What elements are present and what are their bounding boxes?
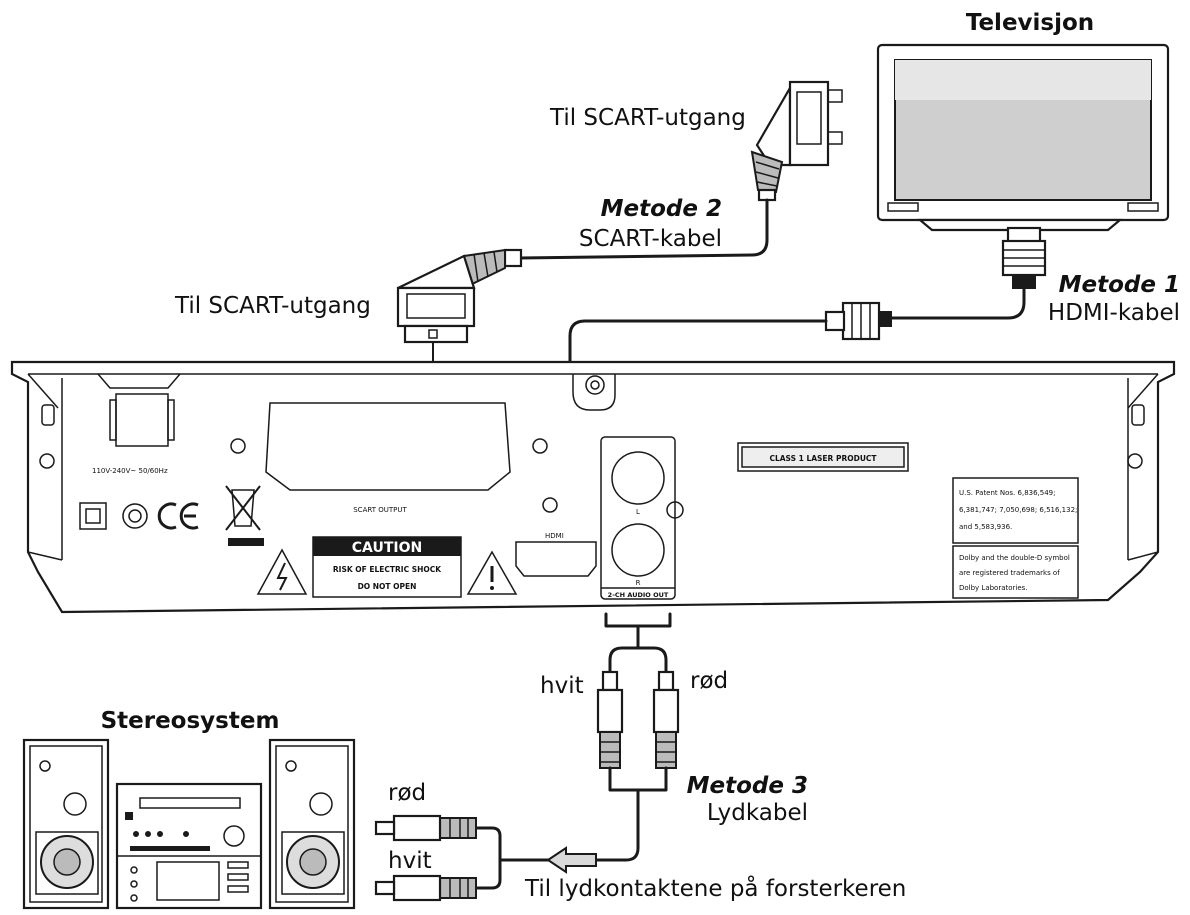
dolby-line-1: Dolby and the double-D symbol: [959, 554, 1070, 562]
voltage-label: 110V-240V~ 50/60Hz: [92, 467, 168, 475]
patent-line-2: 6,381,747; 7,050,698; 6,516,132;: [959, 506, 1077, 514]
method-2-name: Metode 2: [601, 196, 722, 222]
scart-top-label: Til SCART-utgang: [549, 105, 746, 131]
audio-l-label: L: [636, 508, 640, 516]
dolby-line-2: are registered trademarks of: [959, 569, 1060, 577]
scart-left-label: Til SCART-utgang: [174, 293, 371, 319]
hdmi-port-label: HDMI: [545, 532, 564, 540]
laser-label: CLASS 1 LASER PRODUCT: [769, 454, 877, 463]
red-top-label: rød: [690, 668, 728, 694]
hdmi-cable: [561, 226, 1047, 572]
audio-out-label: 2-CH AUDIO OUT: [608, 591, 669, 599]
method-1-name: Metode 1: [1059, 272, 1180, 298]
red-bottom-label: rød: [388, 780, 426, 806]
method-3-cable: Lydkabel: [707, 800, 808, 826]
tv-title: Televisjon: [966, 10, 1094, 36]
rear-panel: [10, 360, 1176, 614]
patent-line-3: and 5,583,936.: [959, 523, 1012, 531]
caution-title: CAUTION: [352, 540, 422, 556]
method-1-cable: HDMI-kabel: [1048, 300, 1180, 326]
method-2-cable: SCART-kabel: [579, 226, 722, 252]
audio-cable: [374, 612, 680, 902]
method-3-name: Metode 3: [687, 773, 808, 799]
dolby-line-3: Dolby Laboratories.: [959, 584, 1028, 592]
amplifier-label: Til lydkontaktene på forsterkeren: [524, 874, 906, 902]
television: [876, 43, 1170, 232]
patent-line-1: U.S. Patent Nos. 6,836,549;: [959, 489, 1056, 497]
stereo-system: [22, 738, 356, 910]
stereo-title: Stereosystem: [101, 708, 280, 734]
caution-line-1: RISK OF ELECTRIC SHOCK: [333, 565, 442, 574]
scart-output-label: SCART OUTPUT: [353, 506, 407, 514]
white-bottom-label: hvit: [388, 848, 432, 874]
white-top-label: hvit: [540, 673, 584, 699]
caution-line-2: DO NOT OPEN: [358, 582, 417, 591]
audio-r-label: R: [636, 579, 641, 587]
scart-cable: [396, 80, 843, 448]
